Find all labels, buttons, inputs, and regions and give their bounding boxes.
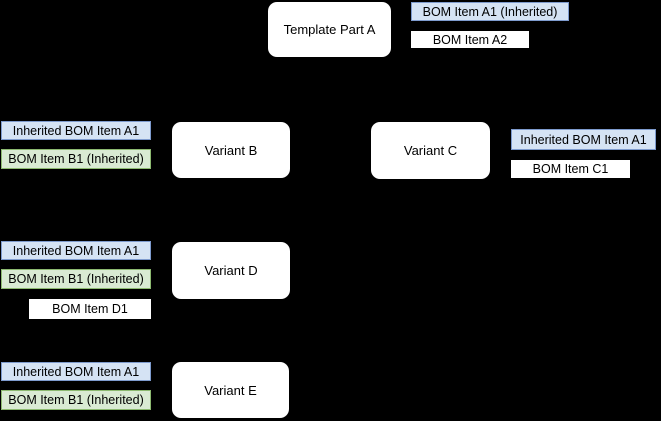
node-template-part-a: Template Part A — [268, 2, 391, 57]
node-variant-c: Variant C — [371, 122, 490, 179]
bom-label-variant-b-b1-inherited: BOM Item B1 (Inherited) — [1, 149, 151, 169]
bom-label-d1: BOM Item D1 — [29, 299, 151, 319]
bom-label-c1: BOM Item C1 — [511, 160, 630, 178]
bom-label-variant-b-inherited-a1: Inherited BOM Item A1 — [1, 121, 151, 140]
bom-label-variant-e-b1-inherited: BOM Item B1 (Inherited) — [1, 390, 151, 410]
bom-label-variant-d-b1-inherited: BOM Item B1 (Inherited) — [1, 269, 151, 289]
bom-label-variant-d-inherited-a1: Inherited BOM Item A1 — [1, 241, 151, 260]
bom-label-variant-c-inherited-a1: Inherited BOM Item A1 — [511, 129, 656, 150]
bom-label-a2: BOM Item A2 — [411, 31, 529, 48]
node-variant-d: Variant D — [172, 242, 290, 299]
bom-label-a1-inherited: BOM Item A1 (Inherited) — [411, 2, 569, 21]
node-variant-b: Variant B — [172, 122, 290, 178]
node-variant-e: Variant E — [172, 362, 289, 418]
bom-label-variant-e-inherited-a1: Inherited BOM Item A1 — [1, 362, 151, 381]
